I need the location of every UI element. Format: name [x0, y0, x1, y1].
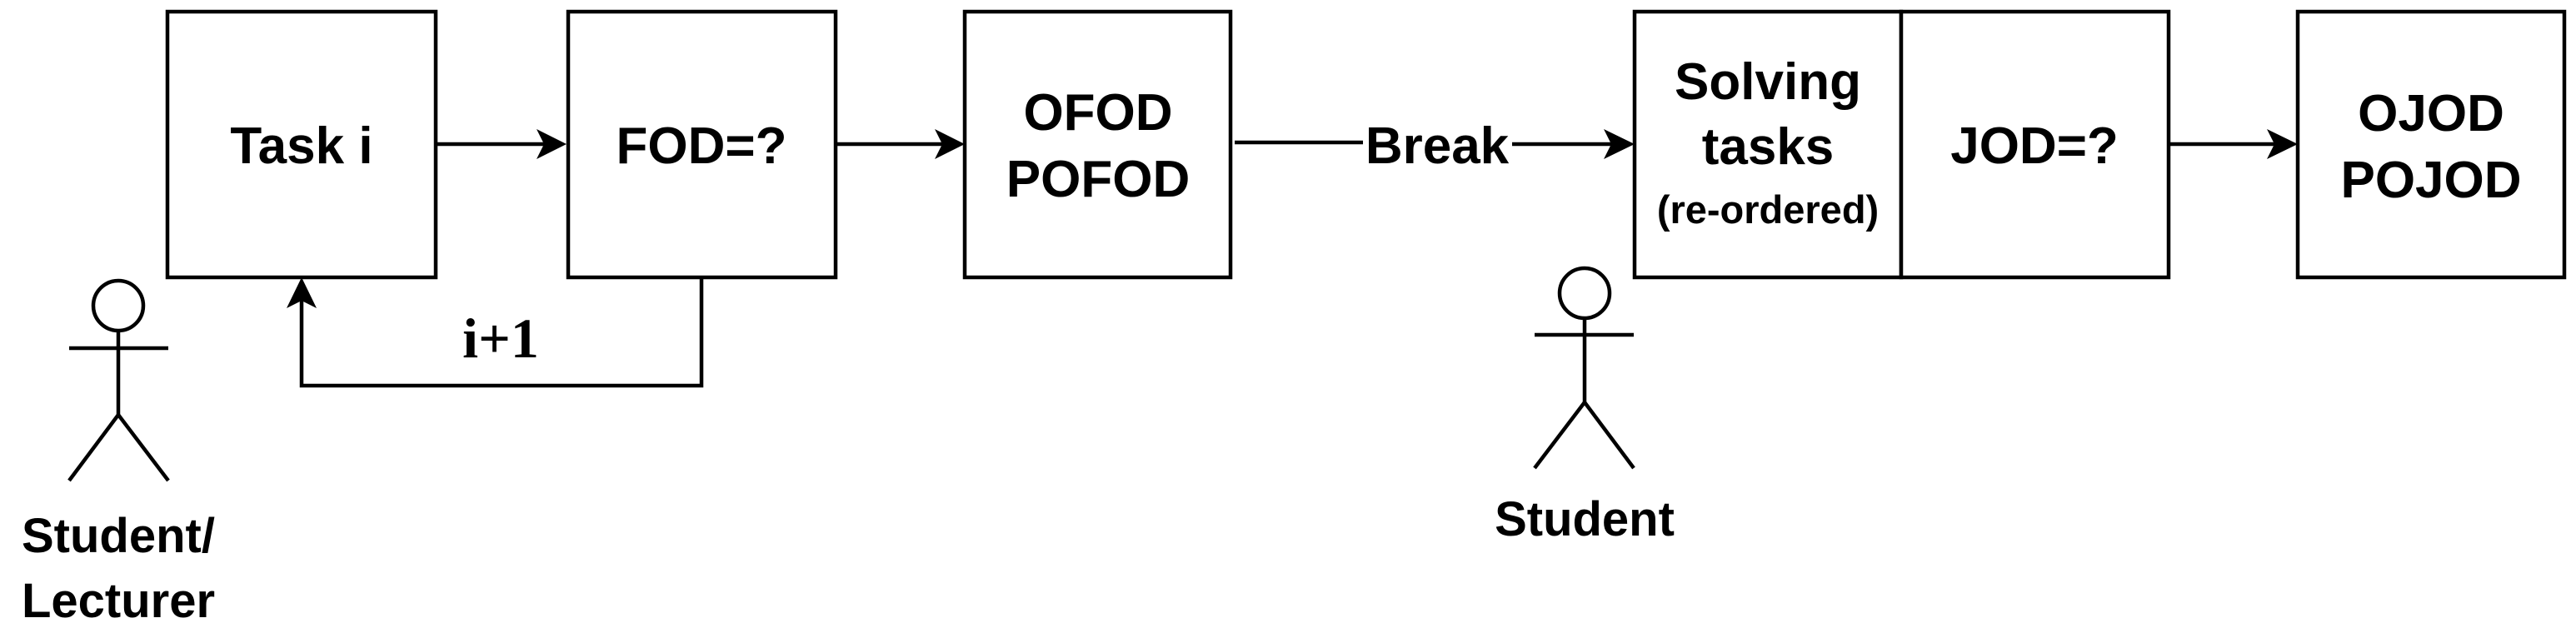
arrowhead-up-icon — [287, 277, 317, 308]
pofod-label: POFOD — [1006, 151, 1190, 208]
arrowhead-icon — [2267, 129, 2298, 159]
actor-student-label: Student — [1495, 492, 1675, 546]
stick-figure-icon — [1533, 266, 1635, 470]
ofod-box — [962, 9, 1233, 280]
node-ojod-pojod: OJOD POJOD — [2295, 9, 2567, 280]
fod-box — [566, 9, 838, 280]
stick-figure-icon — [67, 278, 170, 482]
node-ofod-pofod: OFOD POFOD — [962, 9, 1233, 280]
solving-label-line2: tasks — [1702, 118, 1835, 176]
loop-label: i+1 — [462, 307, 539, 370]
task-i-box — [165, 9, 438, 280]
ojod-label: OJOD — [2358, 85, 2504, 142]
node-solving-jod: Solving tasks (re-ordered) JOD=? — [1632, 9, 2171, 280]
edge-loop-line — [299, 277, 704, 388]
edge-task-to-fod — [436, 129, 567, 159]
task-i-label: Task i — [230, 117, 372, 175]
actor-label-line1: Student/ — [22, 509, 215, 563]
arrowhead-icon — [935, 129, 965, 159]
fod-label: FOD=? — [617, 117, 787, 175]
pojod-label: POJOD — [2340, 152, 2521, 209]
ofod-label: OFOD — [1023, 84, 1172, 142]
node-task-i: Task i — [165, 9, 438, 280]
jod-label: JOD=? — [1950, 117, 2119, 175]
actor-student: Student — [1495, 266, 1675, 546]
node-fod: FOD=? — [566, 9, 838, 280]
actor-label-line2: Lecturer — [22, 574, 215, 628]
jod-box — [1899, 9, 2171, 280]
arrowhead-icon — [537, 129, 567, 159]
edge-fod-to-ofod — [836, 129, 965, 159]
solving-label-line3: (re-ordered) — [1657, 187, 1879, 232]
edge-loop-next-task: i+1 — [287, 277, 704, 388]
actor-student-lecturer: Student/ Lecturer — [22, 278, 215, 628]
break-label: Break — [1365, 117, 1510, 175]
solving-label-line1: Solving — [1675, 53, 1861, 111]
solving-tasks-box — [1632, 9, 1904, 280]
arrowhead-icon — [1604, 129, 1635, 159]
edge-jod-to-ojod — [2169, 129, 2298, 159]
ojod-box — [2295, 9, 2567, 280]
edge-break: Break — [1235, 117, 1635, 175]
